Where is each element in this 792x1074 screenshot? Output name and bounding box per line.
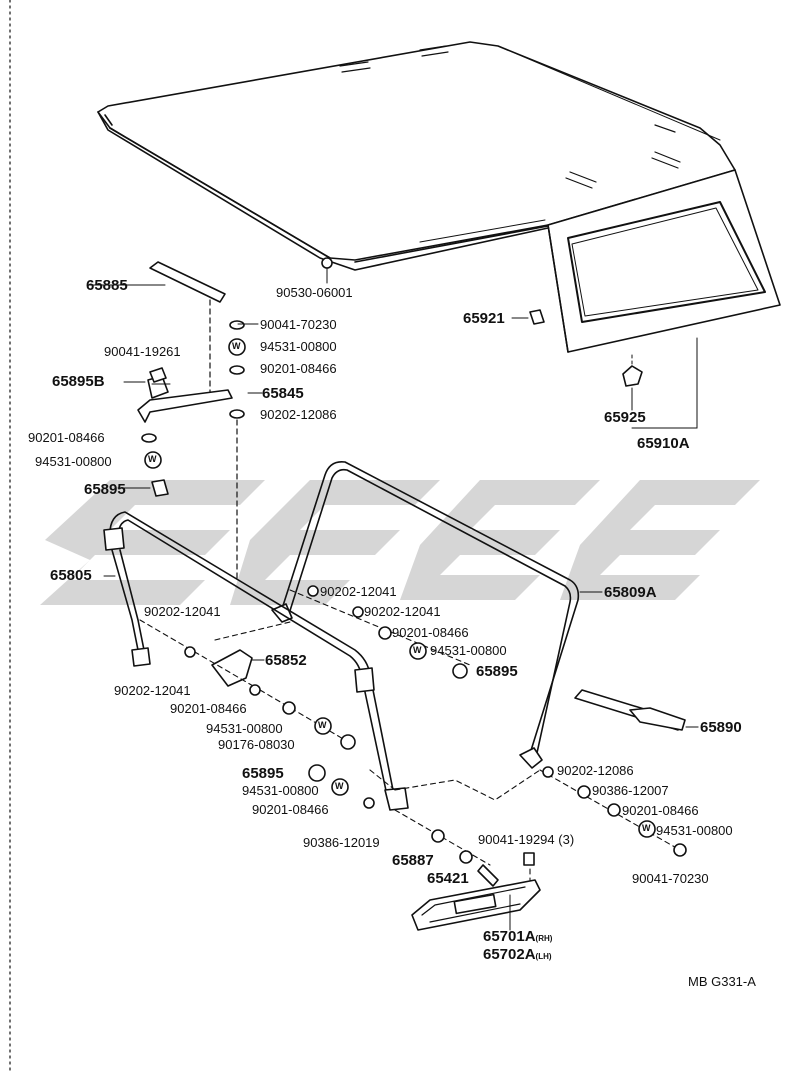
rear-window-panel bbox=[547, 169, 781, 353]
part-label-90201-08466-low: 90201-08466 bbox=[170, 701, 247, 716]
part-label-90202-12041-c: 90202-12041 bbox=[144, 604, 221, 619]
roll-bar-65809A bbox=[271, 460, 580, 769]
part-label-65895-mid: 65895 bbox=[476, 663, 518, 680]
quantity-90041-19294: (3) bbox=[558, 832, 575, 847]
part-label-90176-08030: 90176-08030 bbox=[218, 737, 295, 752]
watermark-glyph-3 bbox=[400, 480, 600, 600]
side-65701A: (RH) bbox=[535, 934, 553, 943]
side-65702A: (LH) bbox=[535, 952, 552, 961]
part-label-65421: 65421 bbox=[427, 870, 469, 887]
washer-mark-left: W bbox=[148, 454, 157, 464]
part-number-65702A: 65702A bbox=[483, 946, 536, 963]
part-label-90386-12019: 90386-12019 bbox=[303, 835, 380, 850]
step-65701A bbox=[411, 879, 541, 931]
washer-mark-low2: W bbox=[335, 781, 344, 791]
part-label-65910A: 65910A bbox=[637, 435, 690, 452]
part-label-90202-12041-a: 90202-12041 bbox=[320, 584, 397, 599]
part-label-90202-12086-right: 90202-12086 bbox=[557, 763, 634, 778]
part-label-65852: 65852 bbox=[265, 652, 307, 669]
part-label-94531-00800-low2: 94531-00800 bbox=[242, 783, 319, 798]
part-label-65887: 65887 bbox=[392, 852, 434, 869]
washer-mark-right: W bbox=[642, 823, 651, 833]
part-label-90202-12041-b: 90202-12041 bbox=[364, 604, 441, 619]
part-label-94531-00800-right: 94531-00800 bbox=[656, 823, 733, 838]
part-label-65895B: 65895B bbox=[52, 373, 105, 390]
part-label-65895-left: 65895 bbox=[84, 481, 126, 498]
part-label-65845: 65845 bbox=[262, 385, 304, 402]
part-label-94531-00800-top: 94531-00800 bbox=[260, 339, 337, 354]
washer-mark-low: W bbox=[318, 720, 327, 730]
part-label-90202-12041-d: 90202-12041 bbox=[114, 683, 191, 698]
part-label-90041-70230-right: 90041-70230 bbox=[632, 871, 709, 886]
part-label-65809A: 65809A bbox=[604, 584, 657, 601]
part-number-90041-19294: 90041-19294 bbox=[478, 832, 555, 847]
part-label-90201-08466-top: 90201-08466 bbox=[260, 361, 337, 376]
part-label-90041-19261: 90041-19261 bbox=[104, 344, 181, 359]
part-label-65925: 65925 bbox=[604, 409, 646, 426]
side-bar-65805 bbox=[103, 511, 409, 811]
part-label-90202-12086-top: 90202-12086 bbox=[260, 407, 337, 422]
part-number-65701A: 65701A bbox=[483, 928, 536, 945]
part-label-94531-00800-mid: 94531-00800 bbox=[430, 643, 507, 658]
part-label-65701A: 65701A(RH) bbox=[483, 929, 552, 944]
belt-65890 bbox=[574, 689, 699, 731]
part-label-65805: 65805 bbox=[50, 567, 92, 584]
bracket-65852 bbox=[211, 649, 253, 687]
part-label-90041-70230-top: 90041-70230 bbox=[260, 317, 337, 332]
figure-code: MB G331-A bbox=[688, 974, 756, 989]
washer-mark-mid: W bbox=[413, 645, 422, 655]
part-label-65702A: 65702A(LH) bbox=[483, 947, 552, 962]
part-label-65895-low: 65895 bbox=[242, 765, 284, 782]
part-label-90201-08466-low2: 90201-08466 bbox=[252, 802, 329, 817]
washer-mark-top: W bbox=[232, 341, 241, 351]
part-label-90201-08466-left: 90201-08466 bbox=[28, 430, 105, 445]
part-label-65921: 65921 bbox=[463, 310, 505, 327]
part-label-65885: 65885 bbox=[86, 277, 128, 294]
watermark-glyph-2 bbox=[230, 480, 440, 605]
part-label-90201-08466-mid: 90201-08466 bbox=[392, 625, 469, 640]
part-label-90201-08466-right: 90201-08466 bbox=[622, 803, 699, 818]
part-label-90386-12007: 90386-12007 bbox=[592, 783, 669, 798]
watermark-glyph-1 bbox=[40, 480, 265, 605]
part-label-65890: 65890 bbox=[700, 719, 742, 736]
part-label-94531-00800-low: 94531-00800 bbox=[206, 721, 283, 736]
part-label-94531-00800-left: 94531-00800 bbox=[35, 454, 112, 469]
strap-65885 bbox=[139, 261, 226, 303]
part-label-90041-19294: 90041-19294 (3) bbox=[478, 833, 574, 846]
watermark-glyph-4 bbox=[560, 480, 760, 600]
part-label-90530-06001: 90530-06001 bbox=[276, 285, 353, 300]
bracket-65845 bbox=[137, 375, 233, 423]
hardtop-roof bbox=[97, 41, 736, 271]
